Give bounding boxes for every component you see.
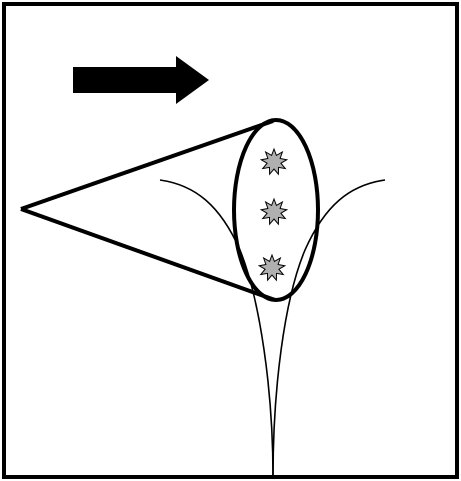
figure-frame <box>4 4 457 477</box>
